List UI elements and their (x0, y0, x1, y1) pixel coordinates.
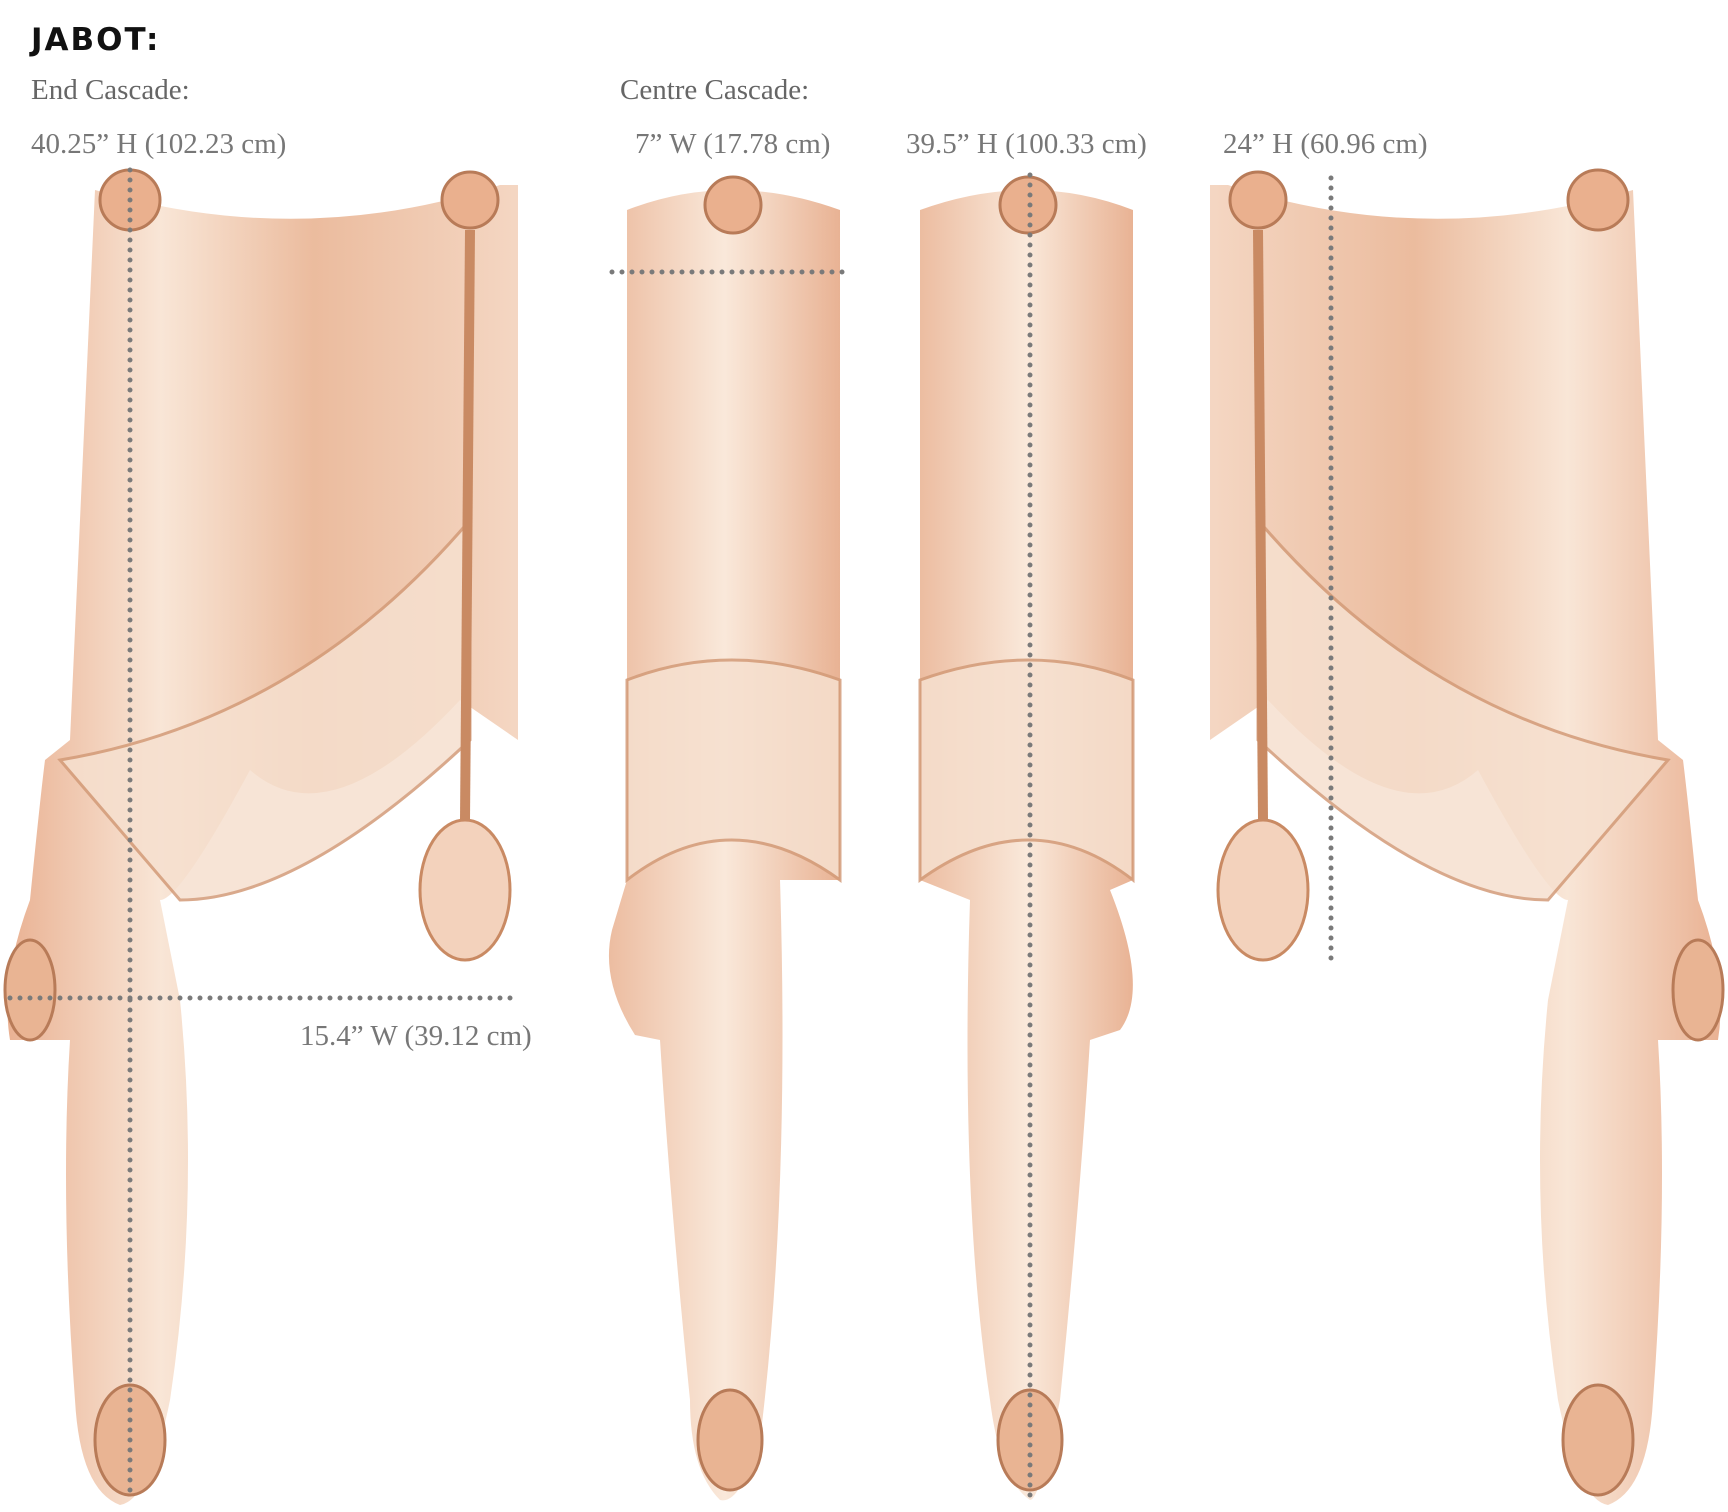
page-title: JABOT: (31, 22, 161, 58)
end-cascade-width: 15.4” W (39.12 cm) (300, 1020, 532, 1052)
short-cascade-height: 24” H (60.96 cm) (1223, 128, 1428, 160)
centre-cascade-height: 39.5” H (100.33 cm) (906, 128, 1147, 160)
centre-cascade-width-drawing (608, 175, 842, 1501)
end-cascade-height: 40.25” H (102.23 cm) (31, 128, 287, 160)
centre-cascade-width: 7” W (17.78 cm) (635, 128, 831, 160)
end-cascade-drawing (3, 168, 518, 1505)
centre-cascade-label: Centre Cascade: (620, 74, 810, 106)
centre-cascade-height-drawing (918, 175, 1135, 1500)
end-cascade-label: End Cascade: (31, 74, 190, 106)
end-cascade-mirrored-drawing (1210, 168, 1725, 1505)
